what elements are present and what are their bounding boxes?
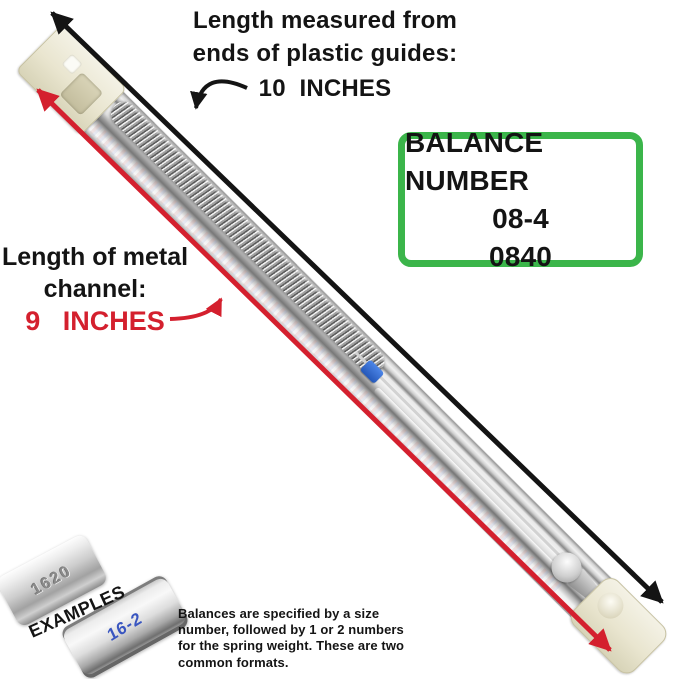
footer-note-line2: number, followed by 1 or 2 numbers (178, 622, 404, 638)
balance-box-title: BALANCE NUMBER (405, 126, 544, 196)
left-note-line1: Length of metal (1, 243, 189, 271)
stamp-16-2-text: 16-2 (104, 608, 146, 645)
top-measurement-note: Length measured from ends of plastic gui… (170, 4, 480, 105)
balance-box-code2: 0840 (488, 240, 553, 272)
footer-note-line4: common formats. (178, 654, 289, 670)
top-note-value: 10 INCHES (258, 75, 392, 102)
stamp-1620-text: 1620 (28, 561, 75, 599)
top-note-line1: Length measured from (192, 7, 458, 34)
left-note-line2: channel: (43, 275, 147, 303)
balance-box-code1: 08-4 (492, 202, 549, 234)
top-note-line2: ends of plastic guides: (192, 40, 458, 67)
footer-note-line3: for the spring weight. These are two (178, 638, 405, 654)
left-note-value: 9 INCHES (25, 306, 165, 336)
footer-note-line1: Balances are specified by a size (178, 606, 380, 621)
footer-note: Balances are specified by a size number,… (178, 606, 448, 671)
channel-measurement-note: Length of metal channel: 9 INCHES (0, 241, 190, 337)
balance-number-box: BALANCE NUMBER 08-4 0840 (398, 127, 643, 272)
